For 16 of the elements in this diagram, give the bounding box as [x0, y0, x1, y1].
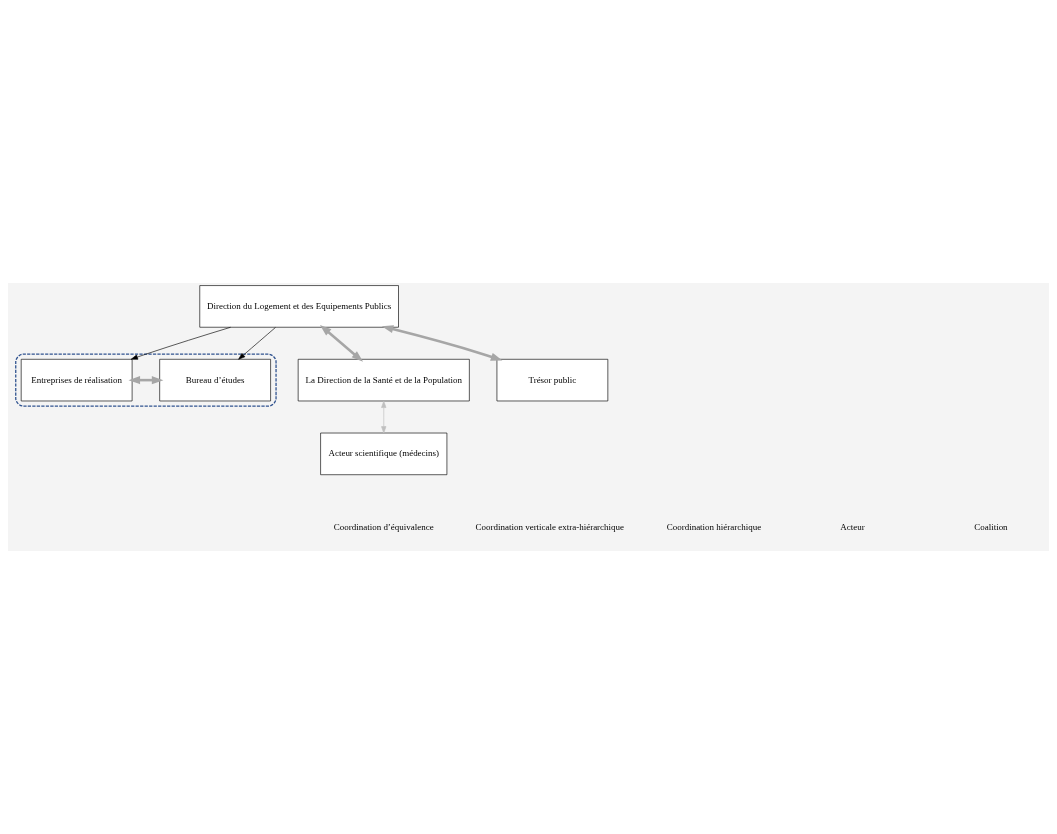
legend-label: Acteur	[840, 521, 865, 532]
node-box: Entreprises de réalisation	[20, 359, 133, 402]
legend-label: Coalition	[974, 521, 1008, 532]
legend-label: Coordination verticale extra-hiérarchique	[475, 521, 625, 532]
node-box: Acteur scientifique (médecins)	[320, 432, 448, 475]
node-box: Trésor public	[496, 359, 609, 402]
arrow	[238, 327, 276, 360]
arrow	[130, 326, 231, 360]
node-box: Direction du Logement et des Equipements Publics	[199, 285, 399, 328]
node-box: Bureau d’études	[159, 359, 271, 402]
legend-label: Coordination hiérarchique	[666, 521, 762, 532]
arrow	[381, 400, 387, 434]
legend-label: Coordination d’équivalence	[333, 521, 434, 532]
node-box: La Direction de la Santé et de la Population	[297, 359, 470, 402]
arrow	[320, 324, 364, 362]
arrow	[381, 325, 503, 361]
